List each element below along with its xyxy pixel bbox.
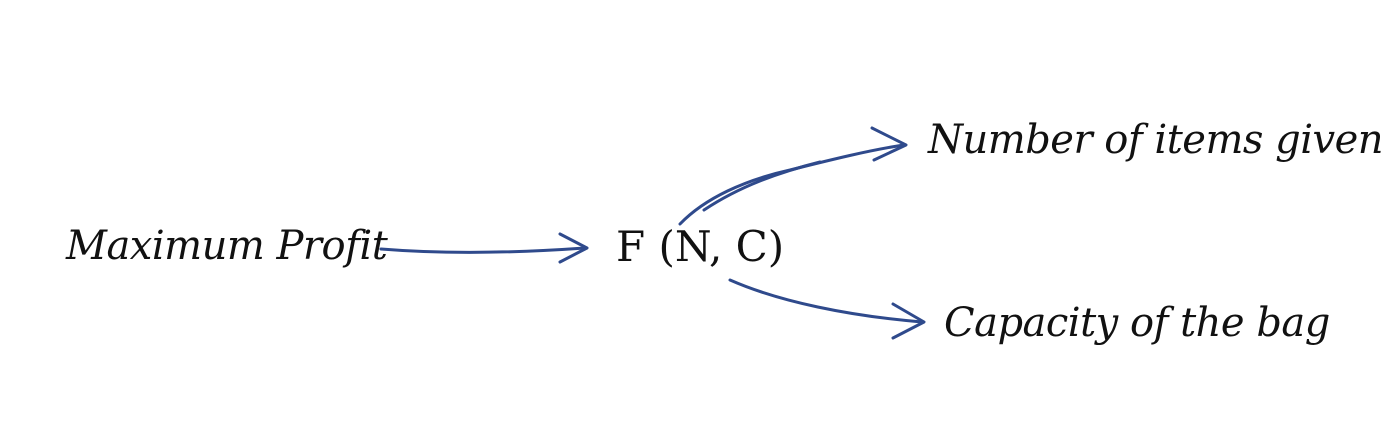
arrow-profit-to-function [379, 232, 589, 264]
arrow-function-to-items [678, 126, 908, 226]
maximum-profit-label: Maximum Profit [66, 223, 388, 269]
number-of-items-label: Number of items given [928, 117, 1384, 163]
function-label: F (N, C) [616, 222, 785, 271]
capacity-label: Capacity of the bag [944, 300, 1330, 346]
arrow-function-to-capacity [728, 278, 926, 340]
